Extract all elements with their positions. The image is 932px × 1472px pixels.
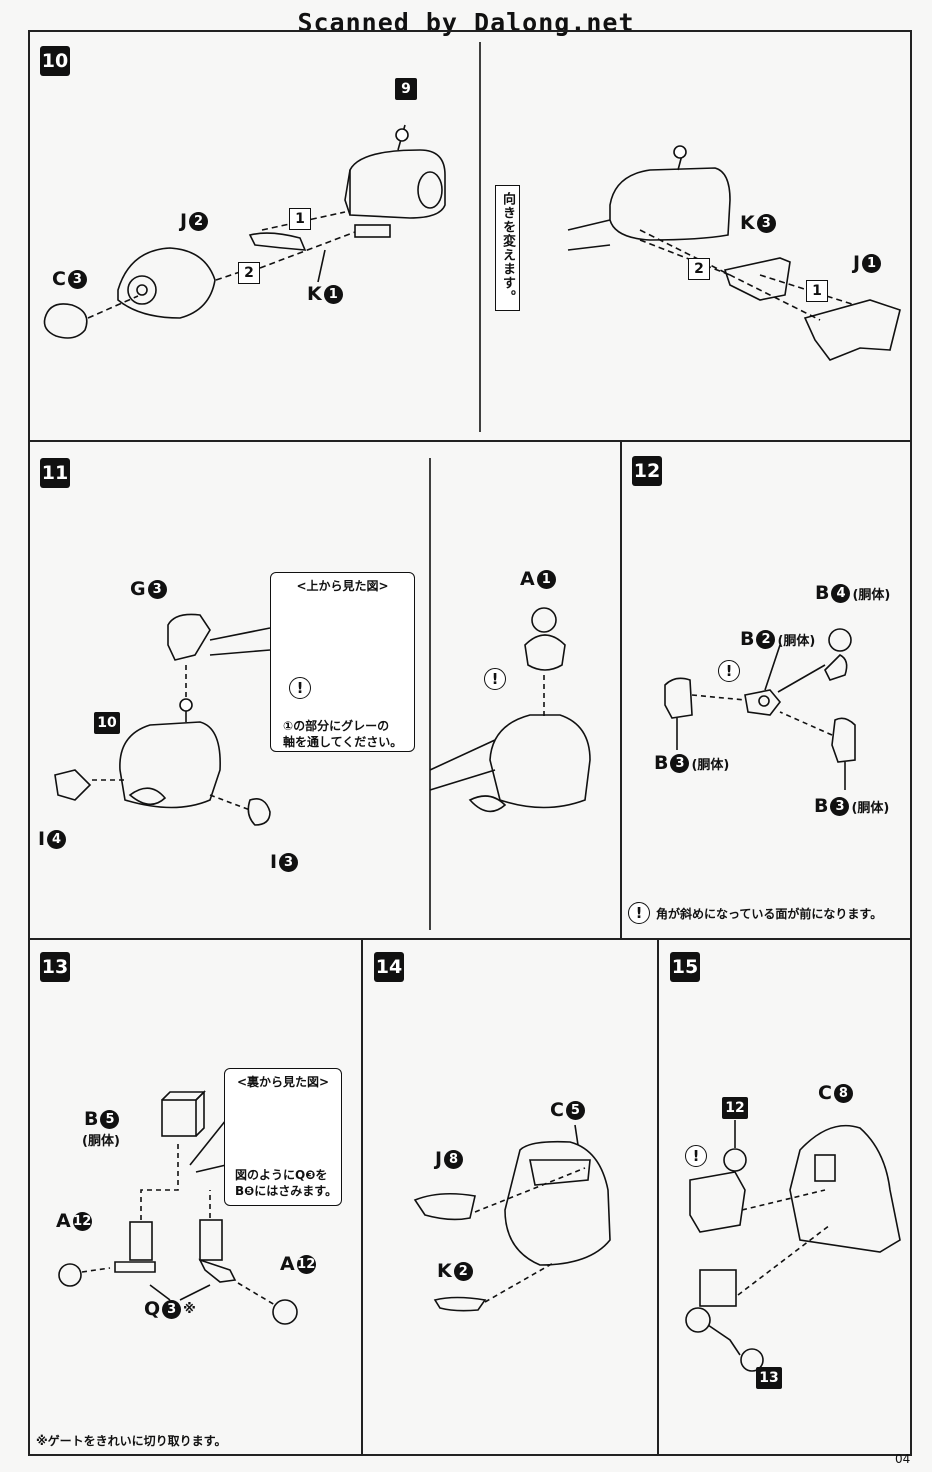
step-number: 10	[40, 46, 70, 76]
order-mark-2: 2	[688, 258, 710, 280]
caution-mark: !	[685, 1145, 707, 1167]
order-mark-1: 1	[289, 208, 311, 230]
order-mark-2: 2	[238, 262, 260, 284]
page-number: 04	[895, 1452, 911, 1466]
reference-part-badge: 13	[756, 1367, 782, 1389]
reference-part-badge: 12	[722, 1097, 748, 1119]
caution-mark: !	[718, 660, 740, 682]
reference-part-badge: 9	[395, 78, 417, 100]
part-sublabel: (胴体)	[82, 1134, 120, 1149]
step-15-panel	[657, 938, 912, 1456]
caution-mark: !	[289, 677, 311, 699]
back-view-callout: <裏から見た図> 図のようにQ❸を B❺にはさみます。	[224, 1068, 342, 1206]
caution-icon: !	[628, 902, 650, 924]
turn-direction-note: 向きを変えます。	[495, 185, 520, 311]
gate-footnote: ※ゲートをきれいに切り取ります。	[36, 1434, 227, 1448]
callout-note: 図のようにQ❸を B❺にはさみます。	[235, 1168, 338, 1198]
order-mark-1: 1	[806, 280, 828, 302]
step-number: 14	[374, 952, 404, 982]
scan-credit: Scanned by Dalong.net	[297, 8, 635, 37]
step-number: 12	[632, 456, 662, 486]
callout-title: <上から見た図>	[296, 579, 389, 593]
reference-part-badge: 10	[94, 712, 120, 734]
top-view-callout: <上から見た図> ! ①の部分にグレーの 軸を通してください。	[270, 572, 415, 752]
step-number: 11	[40, 458, 70, 488]
callout-title: <裏から見た図>	[236, 1075, 330, 1089]
caution-mark: !	[484, 668, 506, 690]
step-number: 15	[670, 952, 700, 982]
callout-note: ①の部分にグレーの 軸を通してください。	[283, 719, 403, 749]
step-number: 13	[40, 952, 70, 982]
orientation-note: ! 角が斜めになっている面が前になります。	[628, 902, 882, 924]
